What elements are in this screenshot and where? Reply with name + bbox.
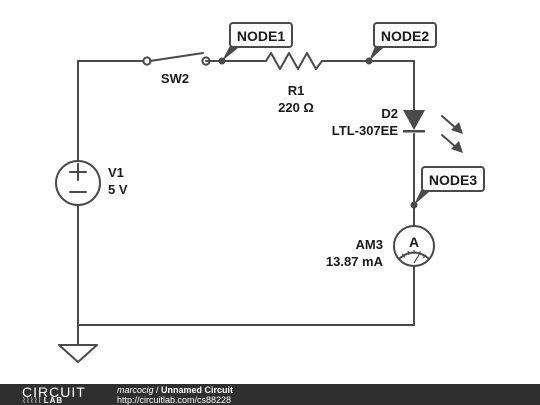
footer-bar: CIRCUIT ⌇⌇⌇⌇⌇ LAB marcocig / Unnamed Cir… [0,384,540,405]
resistor-value-label: 220 Ω [278,100,314,115]
node2-tag-label: NODE2 [381,28,429,44]
led-arrow-head-1 [451,122,463,134]
voltage-source-symbol [55,160,101,206]
credit-separator: / [153,385,162,395]
logo-resistor-icon: ⌇⌇⌇⌇⌇ [22,396,44,405]
led-light-arrows [441,115,459,150]
circuit-schematic: NODE1 NODE2 NODE3 SW2 R1 220 Ω D2 LTL-30… [55,22,485,363]
logo-word-lab: ⌇⌇⌇⌇⌇ LAB [22,397,63,405]
ground-symbol [58,344,98,363]
ammeter-name-label: AM3 [356,237,383,252]
diode-triangle [403,110,425,130]
node3-tag[interactable]: NODE3 [421,166,485,192]
switch-label: SW2 [161,71,189,86]
ammeter-symbol-letter: A [409,234,419,250]
circuit-url-link[interactable]: http://circuitlab.com/cs88228 [117,395,232,405]
circuit-title: Unnamed Circuit [161,385,234,395]
author-link[interactable]: marcocig [117,385,154,395]
led-arrow-head-2 [451,141,463,153]
node1-tag-pointer [222,44,238,61]
ammeter-reading-label: 13.87 mA [326,254,384,269]
circuitlab-logo[interactable]: CIRCUIT ⌇⌇⌇⌇⌇ LAB [22,385,100,405]
source-name-label: V1 [108,165,124,180]
wire-left [77,60,144,162]
node3-tag-label: NODE3 [429,172,477,188]
credit-line: marcocig / Unnamed Circuit [117,385,233,395]
diode-name-label: D2 [381,106,398,121]
node2-tag-pointer [369,44,383,61]
node1-tag-label: NODE1 [237,28,285,44]
node1-tag[interactable]: NODE1 [229,22,293,48]
source-value-label: 5 V [108,182,128,197]
resistor-symbol [265,52,323,70]
ammeter-needle [413,252,421,264]
diode-part-label: LTL-307EE [332,123,399,138]
node3-tag-pointer [414,188,429,205]
logo-lab-text: LAB [43,396,64,405]
switch-symbol [142,52,211,66]
node2-tag[interactable]: NODE2 [373,22,437,48]
logo-word-circuit: CIRCUIT [22,384,86,400]
resistor-name-label: R1 [288,83,305,98]
diode-bar [403,130,425,133]
wire-r-to-d [321,60,415,111]
